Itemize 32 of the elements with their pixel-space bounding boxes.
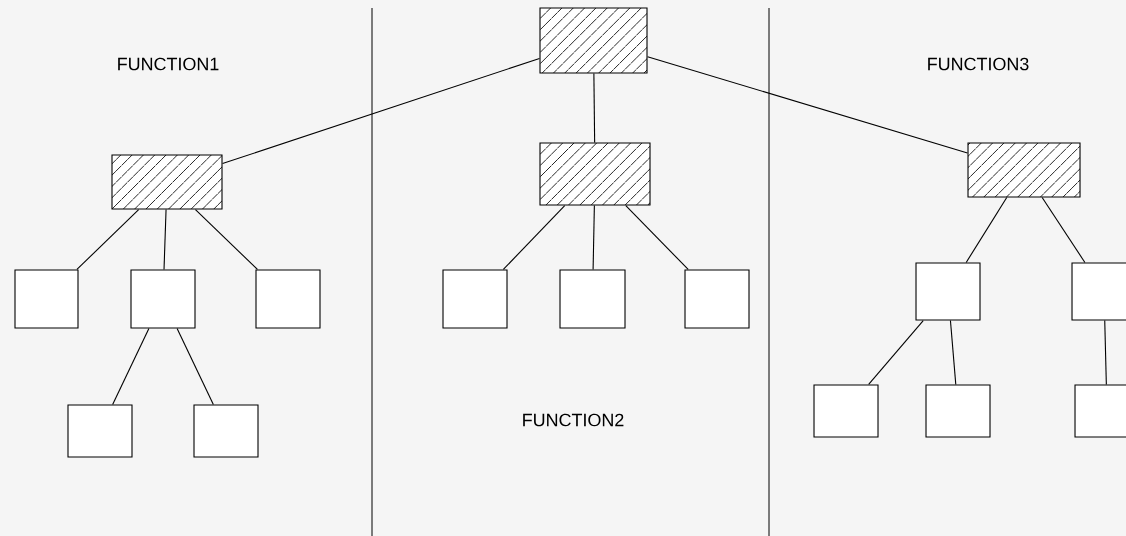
connector-line — [76, 209, 140, 270]
box — [559, 269, 626, 329]
box — [813, 384, 879, 438]
connector-line — [112, 328, 150, 405]
connector-line — [647, 56, 968, 154]
connector-line — [949, 320, 957, 385]
box — [684, 269, 750, 329]
box — [925, 384, 991, 438]
box — [14, 269, 79, 329]
connector-line — [502, 205, 566, 270]
function-label: FUNCTION2 — [523, 413, 624, 427]
box — [915, 262, 981, 321]
connector-line — [1041, 197, 1086, 263]
box — [255, 269, 321, 329]
box — [193, 404, 259, 458]
box — [442, 269, 508, 329]
connector-line — [593, 73, 596, 143]
function-label: FUNCTION1 — [118, 57, 219, 71]
function-label: FUNCTION3 — [928, 57, 1029, 71]
connector-line — [592, 205, 595, 270]
box — [1071, 262, 1126, 321]
connector-line — [163, 209, 167, 270]
box — [67, 404, 133, 458]
box — [1074, 384, 1126, 438]
connector-line — [222, 57, 540, 165]
connector-line — [965, 197, 1008, 263]
connector-line — [194, 209, 258, 270]
connector-line — [176, 328, 214, 405]
connector-line — [625, 205, 689, 270]
connector-line — [868, 320, 924, 385]
box — [130, 269, 196, 329]
connector-line — [1104, 320, 1107, 385]
